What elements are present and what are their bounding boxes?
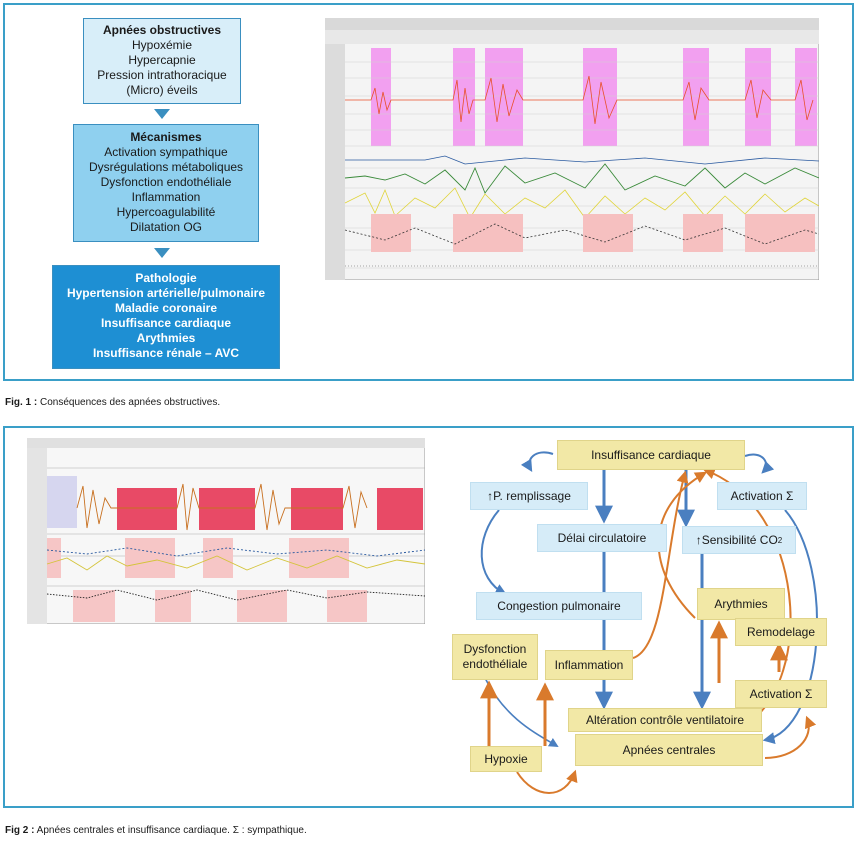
- obstructive-line: Hypercapnie: [128, 53, 196, 67]
- pathology-box-title: Pathologie: [135, 271, 197, 285]
- node-congestion-pulmonaire: Congestion pulmonaire: [476, 592, 642, 620]
- obstructive-line: Hypoxémie: [131, 38, 193, 52]
- mechanisms-box: Mécanismes Activation sympathique Dysrég…: [73, 124, 259, 242]
- mechanism-line: Dilatation OG: [129, 220, 203, 234]
- caption-text: Conséquences des apnées obstructives.: [37, 397, 221, 408]
- node-sensibilite-co2-label: ↑Sensibilité CO: [695, 532, 778, 547]
- node-activation-sigma-bottom: Activation Σ: [735, 680, 827, 708]
- mechanism-line: Hypercoagulabilité: [116, 205, 216, 219]
- co2-subscript: 2: [777, 535, 783, 545]
- pathology-line: Insuffisance cardiaque: [100, 316, 232, 330]
- down-arrow-icon: [154, 109, 170, 119]
- mechanism-line: Inflammation: [131, 190, 201, 204]
- node-hypoxie: Hypoxie: [470, 746, 542, 772]
- pathology-line: Hypertension artérielle/pulmonaire: [66, 286, 266, 300]
- obstructive-apnea-box: Apnées obstructives Hypoxémie Hypercapni…: [83, 18, 241, 104]
- node-dysfonction-endotheliale: Dysfonction endothéliale: [452, 634, 538, 680]
- figure-2-caption: Fig 2 : Apnées centrales et insuffisance…: [5, 825, 307, 836]
- node-arythmies: Arythmies: [697, 588, 785, 620]
- node-alteration-controle-ventilatoire: Altération contrôle ventilatoire: [568, 708, 762, 732]
- node-delai-circulatoire: Délai circulatoire: [537, 524, 667, 552]
- node-insuffisance-cardiaque: Insuffisance cardiaque: [557, 440, 745, 470]
- figure-1-frame: Apnées obstructives Hypoxémie Hypercapni…: [3, 3, 854, 381]
- obstructive-box-title: Apnées obstructives: [102, 23, 222, 37]
- mechanisms-box-title: Mécanismes: [130, 130, 202, 144]
- pathology-line: Insuffisance rénale – AVC: [92, 346, 240, 360]
- figure-2-frame: Insuffisance cardiaque ↑P. remplissage A…: [3, 426, 854, 808]
- mechanism-line: Dysfonction endothéliale: [100, 175, 232, 189]
- caption-label: Fig. 1 :: [5, 397, 38, 408]
- caption-text: Apnées centrales et insuffisance cardiaq…: [34, 825, 307, 836]
- node-inflammation: Inflammation: [545, 650, 633, 680]
- mechanism-line: Dysrégulations métaboliques: [88, 160, 244, 174]
- mechanism-line: Activation sympathique: [104, 145, 228, 159]
- caption-label: Fig 2 :: [5, 825, 35, 836]
- pathology-line: Maladie coronaire: [114, 301, 218, 315]
- node-remodelage: Remodelage: [735, 618, 827, 646]
- polysomnography-recording-central: [27, 438, 425, 624]
- pathology-box: Pathologie Hypertension artérielle/pulmo…: [52, 265, 280, 369]
- node-p-remplissage: ↑P. remplissage: [470, 482, 588, 510]
- node-activation-sigma-top: Activation Σ: [717, 482, 807, 510]
- obstructive-line: Pression intrathoracique: [97, 68, 227, 82]
- down-arrow-icon: [154, 248, 170, 258]
- pathology-line: Arythmies: [136, 331, 196, 345]
- obstructive-line: (Micro) éveils: [126, 83, 198, 97]
- node-apnees-centrales: Apnées centrales: [575, 734, 763, 766]
- figure-1-caption: Fig. 1 : Conséquences des apnées obstruc…: [5, 397, 220, 408]
- polysomnography-recording-obstructive: [325, 18, 819, 280]
